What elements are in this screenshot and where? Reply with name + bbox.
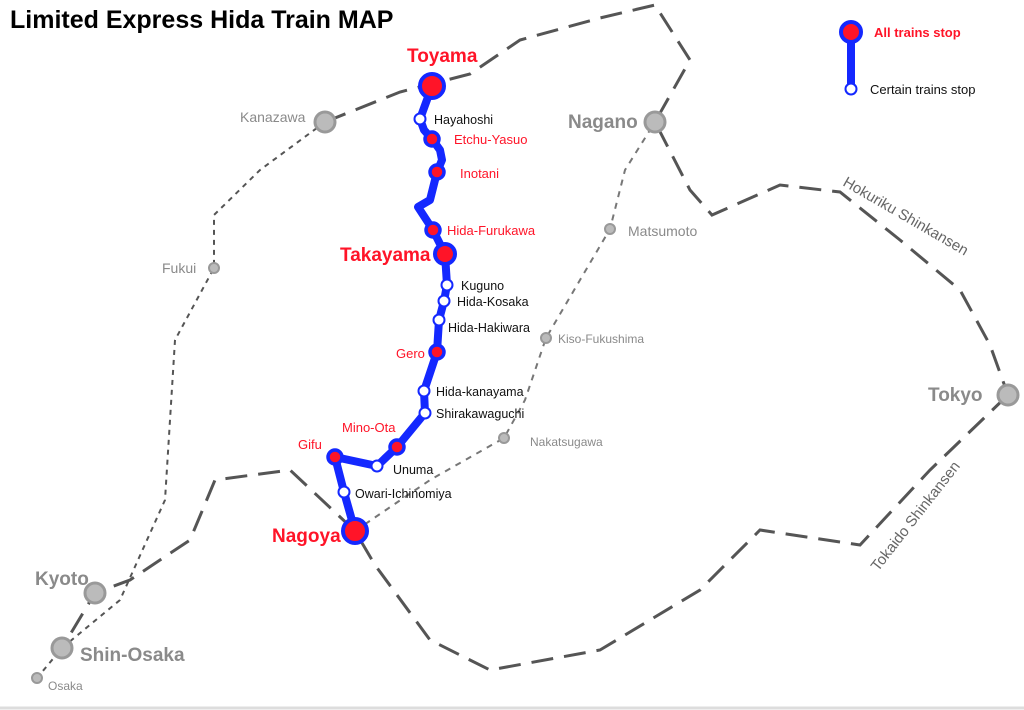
label-osaka: Osaka: [48, 679, 83, 693]
label-nagoya: Nagoya: [272, 526, 341, 547]
station-marker-inotani[interactable]: [428, 163, 446, 181]
station-marker-hida-hakiwara[interactable]: [432, 313, 446, 327]
label-hida-hakiwara: Hida-Hakiwara: [448, 321, 530, 335]
station-marker-nagoya[interactable]: [341, 517, 369, 545]
station-marker-unuma[interactable]: [370, 459, 384, 473]
label-matsumoto: Matsumoto: [628, 223, 697, 239]
station-marker-shin-osaka[interactable]: [50, 636, 74, 660]
label-unuma: Unuma: [393, 463, 433, 477]
label-kyoto: Kyoto: [35, 569, 89, 590]
other-stations: [31, 110, 1020, 684]
legend-all-stop-label: All trains stop: [874, 25, 961, 40]
station-marker-tokyo[interactable]: [996, 383, 1020, 407]
station-marker-hida-kanayama[interactable]: [417, 384, 431, 398]
station-marker-kanazawa[interactable]: [313, 110, 337, 134]
label-tokyo: Tokyo: [928, 385, 983, 406]
legend-certain-stop-icon: [844, 82, 858, 96]
other-lines: [36, 3, 1010, 679]
label-nakatsugawa: Nakatsugawa: [530, 435, 603, 449]
station-marker-nagano[interactable]: [643, 110, 667, 134]
station-marker-nakatsugawa[interactable]: [498, 432, 510, 444]
legend-certain-stop-label: Certain trains stop: [870, 82, 976, 97]
station-marker-mino-ota[interactable]: [388, 438, 406, 456]
label-fukui: Fukui: [162, 260, 196, 276]
label-takayama: Takayama: [340, 245, 431, 266]
label-kiso-fukushima: Kiso-Fukushima: [558, 332, 644, 346]
station-marker-osaka[interactable]: [31, 672, 43, 684]
label-nagano: Nagano: [568, 112, 638, 133]
map-title: Limited Express Hida Train MAP: [10, 6, 393, 34]
tokaido-shinkansen-label: Tokaido Shinkansen: [868, 458, 964, 574]
label-shin-osaka: Shin-Osaka: [80, 645, 185, 666]
station-marker-shirakawaguchi[interactable]: [418, 406, 432, 420]
kanazawa-osaka-line: [36, 121, 326, 679]
label-owari-ichinomiya: Owari-Ichinomiya: [355, 487, 452, 501]
station-marker-toyama[interactable]: [418, 72, 446, 100]
station-marker-matsumoto[interactable]: [604, 223, 616, 235]
label-gero: Gero: [396, 346, 425, 361]
station-marker-kyoto[interactable]: [83, 581, 107, 605]
label-hida-furukawa: Hida-Furukawa: [447, 223, 536, 238]
station-marker-hida-furukawa[interactable]: [424, 221, 442, 239]
hokuriku-shinkansen-line: [324, 3, 1010, 396]
legend: All trains stop Certain trains stop: [839, 20, 976, 97]
label-mino-ota: Mino-Ota: [342, 420, 396, 435]
station-marker-gifu[interactable]: [326, 448, 344, 466]
station-marker-fukui[interactable]: [208, 262, 220, 274]
station-marker-gero[interactable]: [428, 343, 446, 361]
label-hida-kosaka: Hida-Kosaka: [457, 295, 529, 309]
station-marker-owari-ichinomiya[interactable]: [337, 485, 351, 499]
tokaido-shinkansen-line: [60, 393, 1010, 672]
label-hida-kanayama: Hida-kanayama: [436, 385, 524, 399]
label-kanazawa: Kanazawa: [240, 109, 306, 125]
label-kuguno: Kuguno: [461, 279, 504, 293]
station-marker-takayama[interactable]: [433, 242, 457, 266]
legend-all-stop-icon: [839, 20, 863, 44]
hida-stations: [326, 72, 457, 545]
label-gifu: Gifu: [298, 437, 322, 452]
label-shirakawaguchi: Shirakawaguchi: [436, 407, 524, 421]
station-marker-kuguno[interactable]: [440, 278, 454, 292]
station-marker-kiso-fukushima[interactable]: [540, 332, 552, 344]
label-etchu-yasuo: Etchu-Yasuo: [454, 132, 527, 147]
hokuriku-shinkansen-label: Hokuriku Shinkansen: [840, 174, 971, 260]
label-hayahoshi: Hayahoshi: [434, 113, 493, 127]
station-marker-etchu-yasuo[interactable]: [423, 130, 441, 148]
station-marker-hida-kosaka[interactable]: [437, 294, 451, 308]
label-toyama: Toyama: [407, 46, 478, 67]
label-inotani: Inotani: [460, 166, 499, 181]
station-marker-hayahoshi[interactable]: [413, 112, 427, 126]
